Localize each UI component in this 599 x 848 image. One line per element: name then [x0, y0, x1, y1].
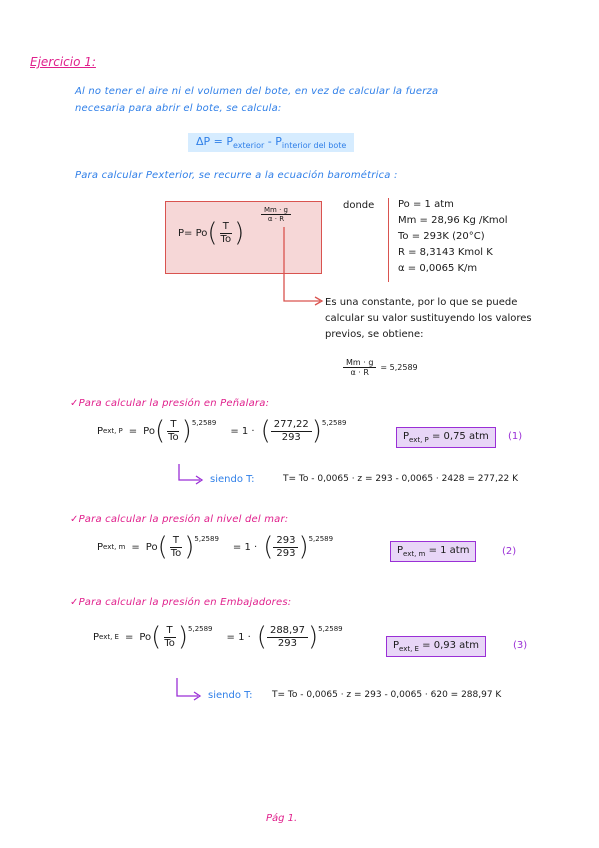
delta-mid: - P: [264, 135, 282, 148]
c3-result: P: [393, 640, 400, 651]
formula-p: P= Po: [178, 227, 208, 239]
c2-result: P: [397, 545, 404, 556]
case-1-tag: (1): [508, 431, 523, 442]
case-3-heading: ✓Para calcular la presión en Embajadores…: [70, 597, 292, 608]
c1-po: Po: [143, 425, 155, 437]
c2-exp: 5,2589: [194, 535, 219, 543]
c2-eq: =: [131, 541, 140, 553]
c3-lhs-sub: ext, E: [99, 633, 119, 641]
c3-po: Po: [139, 631, 152, 643]
constant-mm: Mm = 28,96 Kg /Kmol: [398, 215, 508, 226]
c1-num: 277,22: [270, 419, 312, 432]
formula-exp-num: Mm · g: [261, 206, 291, 216]
c2-result-val: = 1 atm: [428, 545, 470, 556]
formula-to: To: [220, 233, 232, 245]
c2-den: 293: [276, 547, 296, 559]
delta-p-equation: ΔP = Pexterior - Pinterior del bote: [188, 133, 355, 153]
c1-lhs-sub: ext, P: [103, 427, 123, 435]
c2-result-sub: ext, m: [403, 550, 426, 558]
c3-times: = 1 ·: [226, 631, 251, 643]
exercise-title: Ejercicio 1:: [30, 55, 96, 69]
c2-exp2: 5,2589: [308, 535, 334, 543]
constant-r: R = 8,3143 Kmol K: [398, 247, 493, 258]
case-3-result: Pext, E = 0,93 atm: [386, 636, 486, 657]
c1-exp2: 5,2589: [321, 419, 347, 427]
case-1-heading: ✓Para calcular la presión en Peñalara:: [70, 398, 270, 409]
case-3-sub-note: siendo T:: [208, 690, 253, 701]
constants-list: Po = 1 atm Mm = 28,96 Kg /Kmol To = 293K…: [398, 197, 508, 277]
c3-exp2: 5,2589: [318, 625, 343, 633]
constant-po: Po = 1 atm: [398, 199, 454, 210]
constant-to: To = 293K (20°C): [398, 231, 485, 242]
arrow-connector: [283, 227, 324, 306]
formula-exp-den: α · R: [267, 215, 285, 224]
constants-brace: [388, 198, 395, 282]
c3-lhs: P: [93, 631, 100, 643]
note-line-2: calcular su valor sustituyendo los valor…: [325, 313, 532, 324]
case-1-sub-note: siendo T:: [210, 474, 255, 485]
c3-den: 293: [277, 637, 297, 649]
c2-lhs: P: [97, 541, 104, 553]
c3-exp: 5,2589: [188, 625, 213, 633]
c3-num: 288,97: [266, 625, 308, 638]
c3-result-val: = 0,93 atm: [422, 640, 479, 651]
c2-po: Po: [145, 541, 158, 553]
page-number: Pág 1.: [266, 813, 298, 824]
case-3-tag: (3): [513, 640, 528, 651]
case-1-sub-eq: T= To - 0,0065 · z = 293 - 0,0065 · 2428…: [283, 474, 519, 484]
c1-eq: =: [128, 425, 138, 437]
note-line-1: Es una constante, por lo que se puede: [325, 297, 518, 308]
case-2-tag: (2): [502, 546, 517, 557]
c1-den: 293: [281, 431, 301, 443]
note-line-3: previos, se obtiene:: [325, 329, 424, 340]
c3-eq: =: [124, 631, 134, 643]
formula-t: T: [219, 221, 232, 234]
case-2-heading: ✓Para calcular la presión al nivel del m…: [70, 514, 289, 525]
barometric-intro: Para calcular Pexterior, se recurre a la…: [75, 170, 398, 181]
c2-times: = 1 ·: [232, 541, 258, 553]
c1-result: P: [403, 431, 410, 442]
c2-lhs-sub: ext, m: [103, 543, 126, 551]
c1-result-val: = 0,75 atm: [431, 431, 489, 442]
c1-times: = 1 ·: [230, 425, 255, 437]
case-1-result: Pext, P = 0,75 atm: [396, 427, 496, 448]
cr-val: = 5,2589: [380, 363, 418, 373]
cr-den: α · R: [350, 368, 369, 378]
c2-num: 293: [273, 535, 299, 548]
constant-alpha: α = 0,0065 K/m: [398, 263, 478, 274]
delta-sub-interior: interior del bote: [281, 141, 347, 151]
donde-label: donde: [343, 200, 375, 211]
intro-line-1: Al no tener el aire ni el volumen del bo…: [75, 86, 439, 97]
c3-result-sub: ext, E: [399, 645, 419, 653]
c1-lhs: P: [97, 425, 104, 437]
case-3-arrow: [176, 678, 202, 701]
delta-lhs: ΔP = P: [196, 135, 234, 148]
intro-line-2: necesaria para abrir el bote, se calcula…: [75, 103, 282, 114]
case-2-result: Pext, m = 1 atm: [390, 541, 477, 562]
case-3-sub-eq: T= To - 0,0065 · z = 293 - 0,0065 · 620 …: [272, 690, 502, 700]
c1-exp: 5,2589: [191, 419, 217, 427]
delta-sub-exterior: exterior: [233, 141, 265, 151]
case-1-arrow: [178, 464, 204, 485]
cr-num: Mm · g: [343, 358, 377, 369]
constant-note: Es una constante, por lo que se puede ca…: [325, 295, 532, 343]
c1-result-sub: ext, P: [409, 436, 429, 444]
